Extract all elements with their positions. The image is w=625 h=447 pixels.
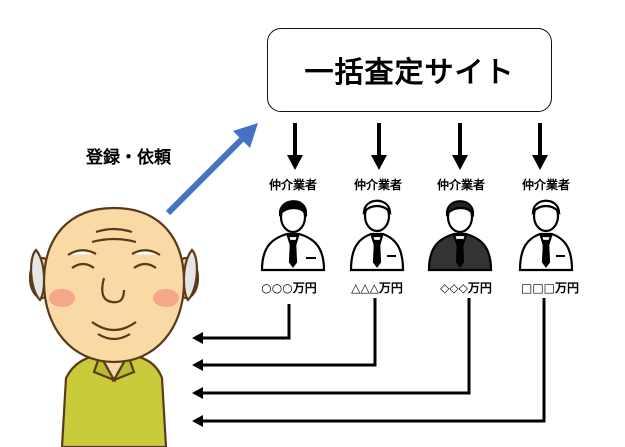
price-label: ◇◇◇万円 xyxy=(440,281,492,295)
broker-label: 仲介業者 xyxy=(353,178,402,192)
registration-label: 登録・依頼 xyxy=(86,148,171,168)
site-title: 一括査定サイト xyxy=(304,55,515,89)
broker-label: 仲介業者 xyxy=(521,178,570,192)
broker-person-icon xyxy=(260,199,574,272)
old-man-illustration xyxy=(28,206,200,447)
broker-label: 仲介業者 xyxy=(436,178,485,192)
registration-arrow xyxy=(165,123,258,216)
arrow-left-icon xyxy=(192,298,546,427)
assessment-site-box: 一括査定サイト xyxy=(267,28,552,112)
broker-label: 仲介業者 xyxy=(268,178,317,192)
price-label: △△△万円 xyxy=(351,281,403,295)
price-label: ○○○万円 xyxy=(261,281,317,295)
price-label: □□□万円 xyxy=(520,281,579,295)
arrow-down-icon xyxy=(287,123,548,170)
